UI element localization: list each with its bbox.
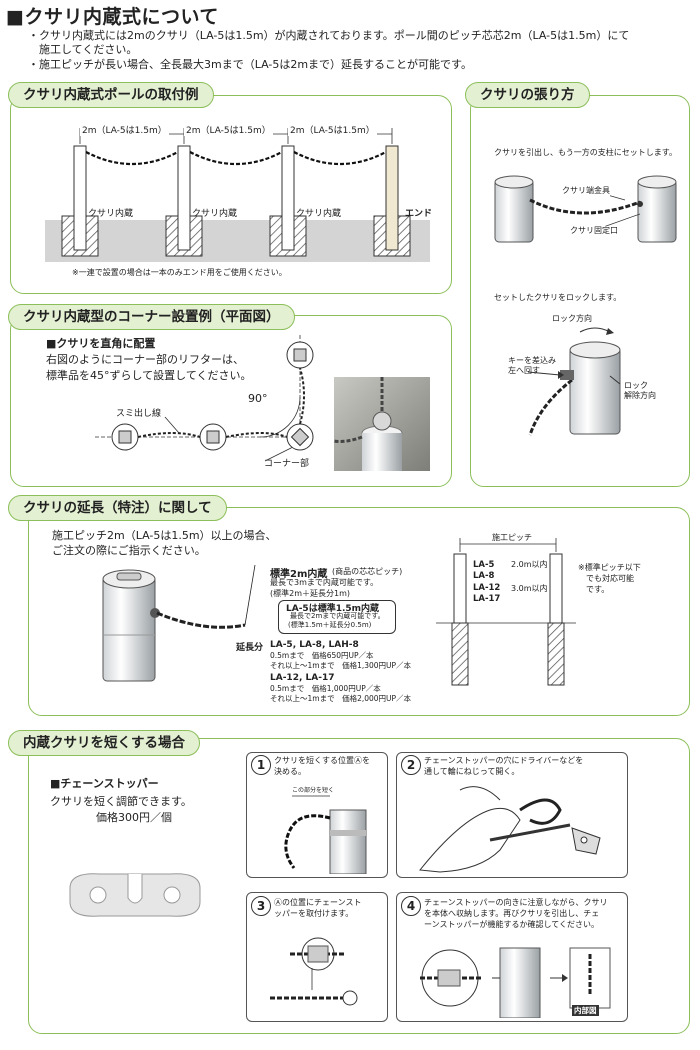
- chain-label-1: クサリ内蔵: [88, 209, 134, 219]
- key-insert-label: キーを差込み: [508, 356, 556, 365]
- model-la5: LA-5: [473, 560, 495, 570]
- step-3-diagram: [270, 937, 358, 1006]
- tension-tab: クサリの張り方: [465, 82, 590, 108]
- tension-step1: クサリを引出し、もう一方の支柱にセットします。: [494, 148, 677, 157]
- step-3-box: [246, 892, 388, 1022]
- tension-diagram-2: [527, 327, 621, 436]
- step-3-text-b: ッパーを取付けます。: [274, 909, 354, 918]
- extend-tab: クサリの延長（特注）に関して: [8, 495, 227, 521]
- page-title: ■クサリ内蔵式について: [6, 6, 219, 28]
- inside-view-label: 内部図: [572, 1005, 599, 1016]
- step-2-diagram: [419, 786, 601, 873]
- extend-desc-1: 施工ピッチ2m（LA-5は1.5m）以上の場合、: [52, 529, 277, 542]
- pitch-label-1: 2m（LA-5は1.5m）: [80, 123, 169, 136]
- step-1-box: [246, 752, 388, 878]
- corner-plan-diagram: [95, 335, 314, 462]
- shorten-tab: 内蔵クサリを短くする場合: [8, 730, 200, 756]
- intro-line-2: 施工してください。: [28, 43, 138, 56]
- corner-tab: クサリ内蔵型のコーナー設置例（平面図）: [8, 304, 295, 330]
- step-3-number: 3: [251, 896, 271, 916]
- chain-label-3: クサリ内蔵: [296, 209, 342, 219]
- corner-desc-1: 右図のようにコーナー部のリフターは、: [46, 353, 244, 366]
- ground: [45, 220, 430, 262]
- install-diagram: [45, 128, 430, 262]
- unlock-label: 解除方向: [624, 391, 656, 400]
- pitch-note-3: です。: [586, 585, 610, 594]
- sumi-line-label: スミ出し線: [116, 409, 162, 419]
- pitch-label-2: 2m（LA-5は1.5m）: [184, 123, 273, 136]
- step-4-number: 4: [401, 896, 421, 916]
- g2-price-1: 0.5mまで 価格1,000円UP／本: [270, 684, 381, 693]
- step-1-text-a: クサリを短くする位置Ⓐを: [274, 756, 370, 765]
- stopper-desc: クサリを短く調節できます。: [50, 795, 192, 808]
- la5-box: [278, 600, 396, 634]
- install-tab: クサリ内蔵式ポールの取付例: [8, 82, 214, 108]
- pitch-note-2: でも対応可能: [586, 574, 634, 583]
- intro-line-3: ・施工ピッチが長い場合、全長最大3mまで（LA-5は2mまで）延長することが可能…: [28, 58, 472, 71]
- pitch-label: 施工ピッチ: [490, 533, 534, 543]
- tension-diagram-1: [494, 175, 677, 243]
- pitch-value-1: 2.0m以内: [511, 560, 548, 569]
- chain-fixed-label: クサリ固定口: [570, 226, 618, 236]
- corner-heading: ■クサリを直角に配置: [46, 337, 156, 350]
- model-la8: LA-8: [473, 571, 495, 581]
- step-2-number: 2: [401, 755, 421, 775]
- la5-title: LA-5は標準1.5m内蔵: [286, 604, 380, 614]
- step-1-text-b: 決める。: [274, 767, 306, 776]
- pitch-label-3: 2m（LA-5は1.5m）: [288, 123, 377, 136]
- extend-desc-2: ご注文の際にご指示ください。: [52, 544, 206, 557]
- lock-direction-label: ロック方向: [552, 314, 592, 323]
- extension-label: 延長分: [236, 643, 264, 653]
- install-note: ※一連で設置の場合は一本のみエンド用をご使用ください。: [72, 268, 287, 277]
- step-4-text-c: ーンストッパーが機能するか確認してください。: [424, 920, 599, 929]
- std-max: 最長で3mまで内蔵可能です。: [270, 578, 379, 587]
- corner-photo: [334, 377, 430, 471]
- extend-post-diagram: [102, 565, 256, 682]
- la5-formula: (標準1.5m＋延長分0.5m): [288, 621, 372, 629]
- g2-price-2: それ以上～1mまで 価格2,000円UP／本: [270, 694, 412, 703]
- step-1-diagram: [284, 795, 367, 874]
- step-2-box: [396, 752, 628, 878]
- pitch-value-2: 3.0m以内: [511, 584, 548, 593]
- model-la17: LA-17: [473, 594, 501, 604]
- model-la12: LA-12: [473, 583, 501, 593]
- step-4-text-b: を本体へ収納します。再びクサリを引出し、チェ: [424, 909, 600, 918]
- stopper-price: 価格300円／個: [96, 811, 172, 824]
- g1-price-2: それ以上～1mまで 価格1,300円UP／本: [270, 661, 412, 670]
- std-formula: (標準2m＋延長分1m): [270, 589, 351, 598]
- lock-label: ロック: [624, 381, 648, 390]
- step-1-short-label: この部分を短く: [292, 787, 335, 794]
- step-4-text-a: チェーンストッパーの向きに注意しながら、クサリ: [424, 898, 608, 907]
- stopper-image: [69, 873, 201, 917]
- tension-step2: セットしたクサリをロックします。: [494, 293, 622, 302]
- corner-angle: 90°: [248, 392, 268, 405]
- g1-models: LA-5, LA-8, LAH-8: [270, 640, 359, 650]
- stopper-heading: ■チェーンストッパー: [50, 777, 159, 790]
- pitch-note-1: ※標準ピッチ以下: [578, 563, 641, 572]
- step-4-box: [396, 892, 628, 1022]
- end-label: エンド: [405, 209, 433, 219]
- step-1-number: 1: [251, 755, 271, 775]
- key-rotate-label: 左へ回す: [508, 366, 540, 375]
- step-4-diagram: [420, 947, 611, 1018]
- intro-line-1: ・クサリ内蔵式には2mのクサリ（LA-5は1.5m）が内蔵されております。ポール…: [28, 29, 630, 42]
- step-2-text-a: チェーンストッパーの穴にドライバーなどを: [424, 756, 584, 765]
- g1-price-1: 0.5mまで 価格650円UP／本: [270, 651, 374, 660]
- step-3-text-a: Ⓐの位置にチェーンスト: [274, 898, 362, 907]
- la5-max: 最長で2mまで内蔵可能です。: [290, 612, 385, 620]
- std-title: 標準2m内蔵: [270, 569, 328, 580]
- g2-models: LA-12, LA-17: [270, 673, 335, 683]
- pitch-diagram: [436, 538, 576, 686]
- corner-label: コーナー部: [264, 459, 310, 469]
- corner-desc-2: 標準品を45°ずらして設置してください。: [46, 369, 252, 382]
- chain-label-2: クサリ内蔵: [192, 209, 238, 219]
- chain-metal-label: クサリ端金具: [562, 186, 610, 196]
- step-2-text-b: 通して輪にねじって開く。: [424, 767, 520, 776]
- std-sub: (商品の芯芯ピッチ): [332, 567, 403, 576]
